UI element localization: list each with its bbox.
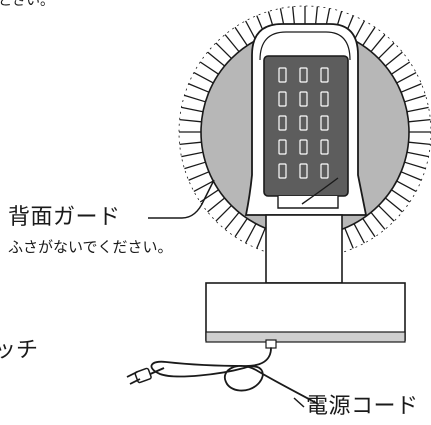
top-fragment-text: とさい。 <box>0 0 54 9</box>
rear-guard-leader <box>148 179 215 219</box>
panel-slot <box>299 163 308 179</box>
rear-guard-note: ふさがないでください。 <box>8 238 173 256</box>
panel-hook <box>301 177 339 205</box>
guard-fin <box>370 34 386 53</box>
guard-fin <box>404 161 426 170</box>
guard-fin <box>234 26 248 46</box>
guard-fin <box>234 218 248 238</box>
guard-fin <box>179 119 202 123</box>
guard-fin <box>370 211 386 230</box>
guard-fin <box>406 151 429 158</box>
guard-fin <box>199 189 219 203</box>
guard-fin <box>224 211 240 230</box>
panel-slot <box>299 115 308 131</box>
guard-fin <box>245 223 257 244</box>
guard-fin <box>224 34 240 53</box>
guard-fin <box>362 218 376 238</box>
guard-fin <box>344 227 354 249</box>
heater-base <box>205 282 406 341</box>
guard-fin <box>396 180 417 192</box>
panel-slot <box>320 115 329 131</box>
guard-fin <box>193 72 214 84</box>
panel-slot <box>278 91 287 107</box>
guard-fin <box>378 205 395 222</box>
guard-fin <box>391 61 411 75</box>
guard-fin <box>384 51 403 67</box>
guard-fin <box>400 83 422 93</box>
heater-neck <box>265 214 343 284</box>
guard-fin <box>396 72 417 84</box>
guard-fin <box>179 141 202 145</box>
panel-clip <box>277 196 339 209</box>
panel-slot <box>278 163 287 179</box>
guard-fin <box>181 106 204 113</box>
guard-fin <box>207 51 226 67</box>
guard-fin <box>391 189 411 203</box>
panel-slot <box>299 67 308 83</box>
power-cord <box>150 347 319 405</box>
panel-slot <box>320 67 329 83</box>
guard-fin <box>199 61 219 75</box>
power-plug-icon <box>126 367 165 385</box>
guard-fin <box>353 223 365 244</box>
switch-fragment-label: ッチ <box>0 338 39 363</box>
panel-slot <box>299 139 308 155</box>
power-cord-label: 電源コード <box>306 394 419 419</box>
panel-slot <box>320 91 329 107</box>
guard-fin <box>400 171 422 181</box>
guard-fin <box>408 119 431 123</box>
guard-fin <box>384 197 403 213</box>
panel-slot <box>320 139 329 155</box>
guard-fin <box>353 20 365 41</box>
guard-fin <box>188 83 210 93</box>
guard-fin <box>193 180 214 192</box>
guard-fin <box>245 20 257 41</box>
guard-fin <box>408 141 431 145</box>
power-cord-leader <box>293 397 305 408</box>
guard-fin <box>378 42 395 59</box>
guard-fin <box>215 205 232 222</box>
guard-fin <box>188 171 210 181</box>
guard-fin <box>207 197 226 213</box>
guard-fin <box>256 227 266 249</box>
panel-slot <box>278 115 287 131</box>
panel-slot <box>299 91 308 107</box>
panel-slot <box>278 139 287 155</box>
guard-fin <box>404 94 426 103</box>
heater-base-band <box>205 331 406 343</box>
guard-fin <box>362 26 376 46</box>
guard-fin <box>184 161 206 170</box>
heater-panel-slots <box>278 67 329 179</box>
guard-fin <box>181 151 204 158</box>
panel-slot <box>278 67 287 83</box>
rear-guard-label: 背面ガード <box>8 205 121 230</box>
guard-fin <box>184 94 206 103</box>
guard-fin <box>215 42 232 59</box>
cord-connector <box>265 339 277 349</box>
guard-fin <box>406 106 429 113</box>
front-frame-lip <box>259 31 351 61</box>
panel-slot <box>320 163 329 179</box>
